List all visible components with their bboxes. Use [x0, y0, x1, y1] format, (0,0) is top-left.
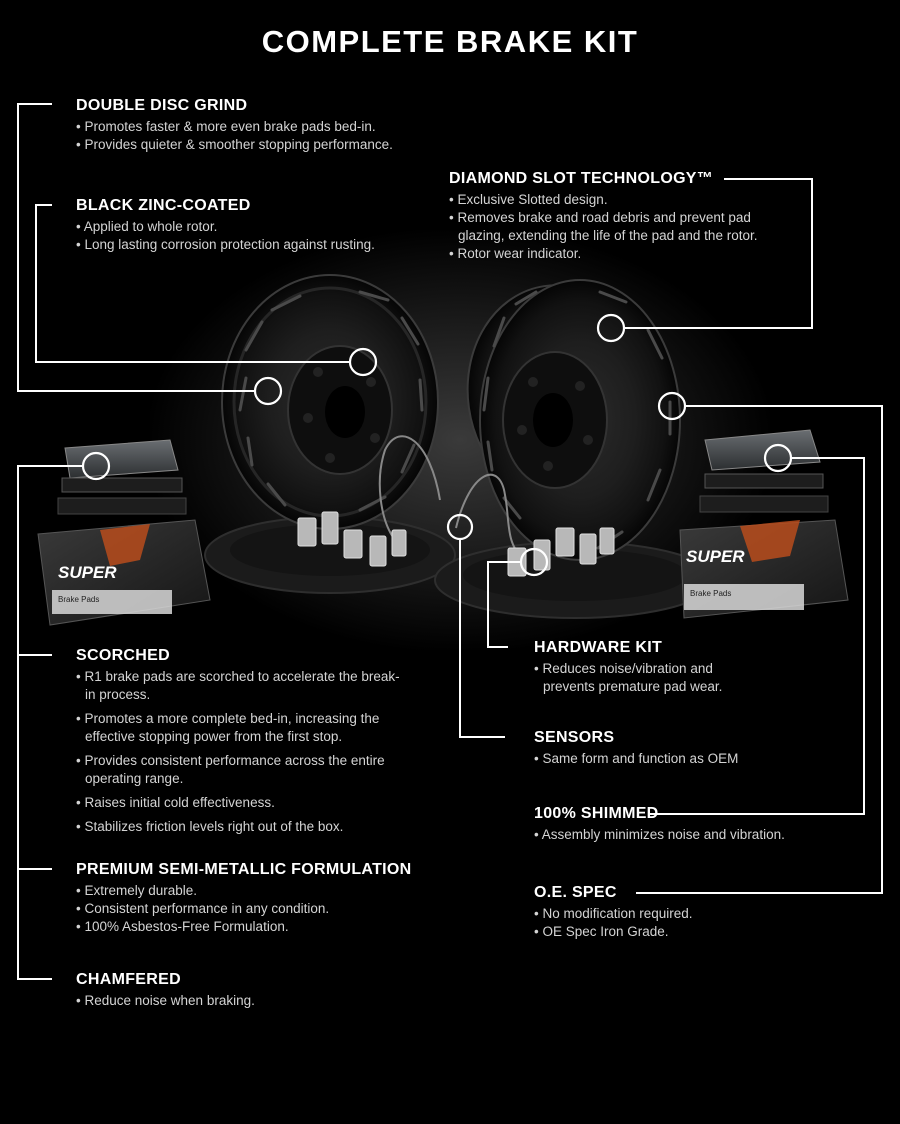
- brake-pads-right: [699, 429, 829, 513]
- callout-circles: [81, 313, 793, 577]
- feature-bullet: Provides quieter & smoother stopping per…: [76, 136, 436, 154]
- feature-title: PREMIUM SEMI-METALLIC FORMULATION: [76, 861, 412, 878]
- feature-bullet: 100% Asbestos-Free Formulation.: [76, 918, 456, 936]
- callout-circle-hardware: [519, 547, 549, 577]
- feature-bullet: Provides consistent performance across t…: [76, 752, 406, 788]
- feature-bullet: Rotor wear indicator.: [449, 245, 779, 263]
- feature-bullet: Assembly minimizes noise and vibration.: [534, 826, 834, 844]
- feature-double-disc-grind: DOUBLE DISC GRIND Promotes faster & more…: [76, 97, 436, 154]
- feature-premium-semi-metallic: PREMIUM SEMI-METALLIC FORMULATION Extrem…: [76, 861, 456, 936]
- callout-circle-diamond-slot: [596, 313, 626, 343]
- feature-bullet: Exclusive Slotted design.: [449, 191, 779, 209]
- feature-title: O.E. SPEC: [534, 884, 617, 901]
- feature-bullet: R1 brake pads are scorched to accelerate…: [76, 668, 406, 704]
- pad-box-left: SUPER Brake Pads: [37, 519, 211, 626]
- feature-bullet: Promotes a more complete bed-in, increas…: [76, 710, 406, 746]
- feature-bullet: Raises initial cold effectiveness.: [76, 794, 406, 812]
- leader-lines: [17, 103, 883, 980]
- feature-bullet: Reduces noise/vibration and prevents pre…: [534, 660, 754, 696]
- page-title: COMPLETE BRAKE KIT: [261, 24, 639, 59]
- callout-circle-double-disc: [253, 376, 283, 406]
- callout-circle-shimmed: [763, 443, 793, 473]
- feature-100-shimmed: 100% SHIMMED Assembly minimizes noise an…: [534, 805, 834, 844]
- feature-oe-spec: O.E. SPEC No modification required. OE S…: [534, 884, 834, 941]
- feature-bullet: Same form and function as OEM: [534, 750, 834, 768]
- box-right-brand: SUPER: [686, 547, 745, 566]
- feature-title: HARDWARE KIT: [534, 639, 663, 656]
- feature-title: SENSORS: [534, 729, 615, 746]
- pad-box-right: SUPER Brake Pads: [679, 519, 849, 619]
- feature-title: 100% SHIMMED: [534, 805, 659, 822]
- sensor-wires: [378, 435, 526, 561]
- feature-bullet: Promotes faster & more even brake pads b…: [76, 118, 436, 136]
- feature-title: SCORCHED: [76, 647, 170, 664]
- feature-diamond-slot: DIAMOND SLOT TECHNOLOGY™ Exclusive Slott…: [449, 170, 779, 263]
- feature-bullet: Reduce noise when braking.: [76, 992, 406, 1010]
- hardware-clips: [297, 511, 615, 577]
- feature-hardware-kit: HARDWARE KIT Reduces noise/vibration and…: [534, 639, 754, 696]
- feature-bullet: Extremely durable.: [76, 882, 456, 900]
- feature-bullet: Long lasting corrosion protection agains…: [76, 236, 436, 254]
- callout-circle-black-zinc: [348, 347, 378, 377]
- box-right-label: Brake Pads: [690, 589, 731, 598]
- feature-scorched: SCORCHED R1 brake pads are scorched to a…: [76, 647, 406, 842]
- box-left-brand: SUPER: [58, 563, 117, 582]
- feature-bullet: Applied to whole rotor.: [76, 218, 436, 236]
- feature-black-zinc-coated: BLACK ZINC-COATED Applied to whole rotor…: [76, 197, 436, 254]
- rotor-right: [466, 279, 681, 561]
- feature-title: CHAMFERED: [76, 971, 181, 988]
- feature-chamfered: CHAMFERED Reduce noise when braking.: [76, 971, 406, 1010]
- brake-pads-left: [57, 439, 187, 515]
- feature-title: DIAMOND SLOT TECHNOLOGY™: [449, 170, 714, 187]
- rotor-left: [221, 274, 439, 530]
- feature-bullet: Consistent performance in any condition.: [76, 900, 456, 918]
- feature-title: BLACK ZINC-COATED: [76, 197, 251, 214]
- callout-circle-sensors: [446, 513, 474, 541]
- feature-bullet: No modification required.: [534, 905, 834, 923]
- callout-circle-oe-spec: [657, 391, 687, 421]
- box-left-label: Brake Pads: [58, 595, 99, 604]
- callout-circle-pads: [81, 451, 111, 481]
- feature-title: DOUBLE DISC GRIND: [76, 97, 248, 114]
- feature-bullet: OE Spec Iron Grade.: [534, 923, 834, 941]
- feature-bullet: Removes brake and road debris and preven…: [449, 209, 779, 245]
- feature-bullet: Stabilizes friction levels right out of …: [76, 818, 406, 836]
- feature-sensors: SENSORS Same form and function as OEM: [534, 729, 834, 768]
